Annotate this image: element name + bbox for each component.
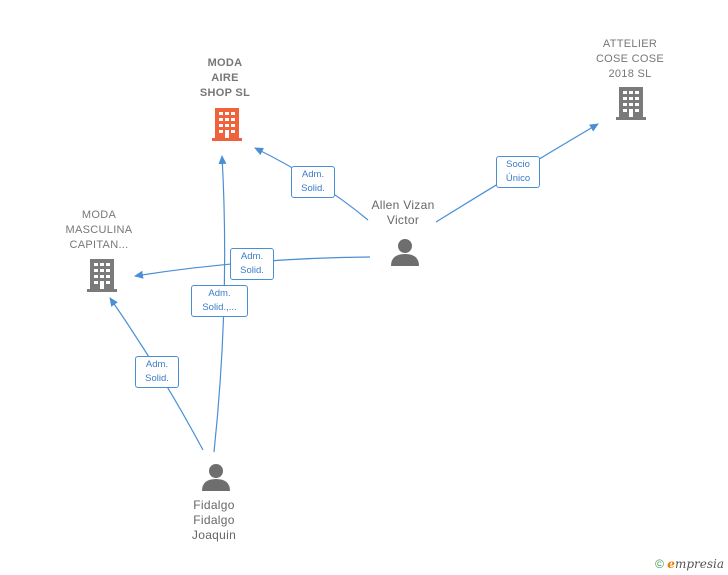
company-label-attelier[interactable]: ATTELIER COSE COSE 2018 SL [595, 38, 665, 80]
edge-label-allen-masculina[interactable]: Adm. Solid. [230, 248, 274, 280]
building-icon[interactable] [87, 259, 117, 292]
edge-label-fidalgo-masculina[interactable]: Adm. Solid. [135, 356, 179, 388]
copyright-symbol: © [655, 557, 664, 571]
person-label-allen[interactable]: Allen Vizan Victor [371, 198, 435, 227]
edge-label-allen-aire[interactable]: Adm. Solid. [291, 166, 335, 198]
person-label-fidalgo[interactable]: Fidalgo Fidalgo Joaquin [191, 498, 237, 542]
edge-label-allen-attelier[interactable]: Socio Único [496, 156, 540, 188]
edge-label-fidalgo-aire[interactable]: Adm. Solid.,... [191, 285, 248, 317]
person-icon[interactable] [391, 239, 419, 266]
empresia-logo[interactable]: empresia [667, 557, 724, 571]
footer-brand: © empresia [655, 557, 724, 571]
building-icon[interactable] [212, 108, 242, 141]
building-icon[interactable] [616, 87, 646, 120]
company-label-moda-masculina[interactable]: MODA MASCULINA CAPITAN... [65, 209, 133, 251]
company-label-moda-aire[interactable]: MODA AIRE SHOP SL [199, 57, 251, 99]
person-icon[interactable] [202, 464, 230, 491]
